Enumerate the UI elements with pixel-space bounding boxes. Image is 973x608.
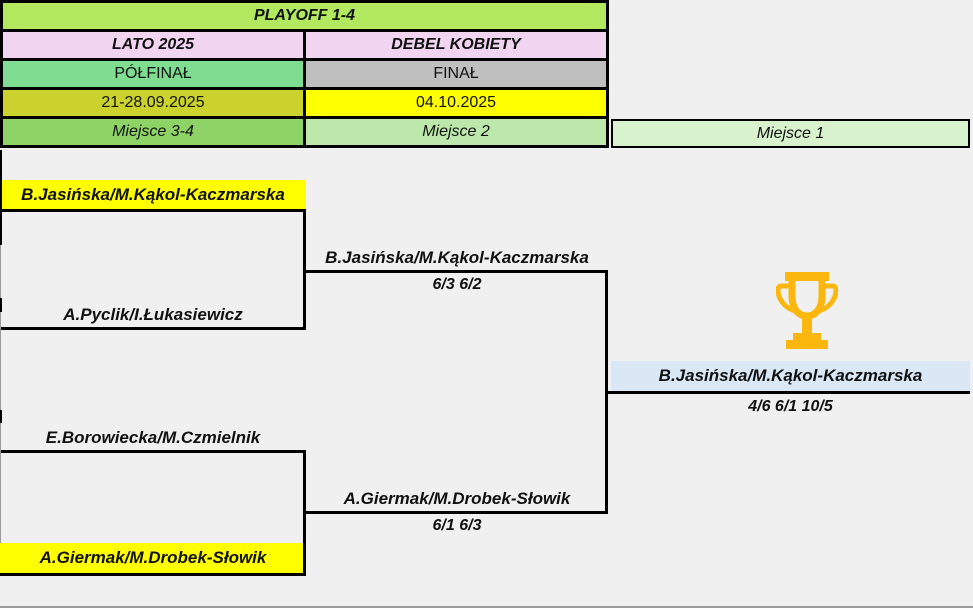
category-cell: DEBEL KOBIETY [306, 32, 606, 58]
semifinal-round-cell: PÓŁFINAŁ [3, 61, 303, 87]
sheet-edge-line [0, 150, 2, 245]
trophy-icon [775, 272, 839, 356]
semifinal1-team-top: B.Jasińska/M.Kąkol-Kaczmarska [0, 180, 306, 212]
bracket-line [306, 270, 608, 273]
bracket-line [0, 327, 306, 330]
place-3-4-cell: Miejsce 3-4 [3, 119, 303, 145]
place-1-cell: Miejsce 1 [611, 119, 970, 148]
final-score: 4/6 6/1 10/5 [748, 398, 833, 415]
semifinal2-winner: A.Giermak/M.Drobek-Słowik [343, 489, 571, 508]
tournament-header-table: PLAYOFF 1-4 LATO 2025 DEBEL KOBIETY PÓŁF… [0, 0, 609, 148]
semifinal-dates-cell: 21-28.09.2025 [3, 90, 303, 116]
semifinal2-team-top: E.Borowiecka/M.Czmielnik [45, 428, 261, 447]
bracket-line [0, 450, 306, 453]
season-cell: LATO 2025 [3, 32, 303, 58]
final-round-cell: FINAŁ [306, 61, 606, 87]
sheet-edge-line [0, 410, 2, 423]
bracket-connector [303, 209, 306, 330]
bracket-line [605, 391, 970, 394]
semifinal1-score: 6/3 6/2 [432, 276, 482, 293]
place-2-cell: Miejsce 2 [306, 119, 606, 145]
playoff-title-cell: PLAYOFF 1-4 [3, 3, 606, 29]
final-date-cell: 04.10.2025 [306, 90, 606, 116]
final-champion: B.Jasińska/M.Kąkol-Kaczmarska [611, 361, 970, 391]
bracket-line [306, 511, 608, 514]
sheet-edge-line [0, 606, 973, 608]
sheet-edge-line [0, 245, 1, 543]
semifinal2-score: 6/1 6/3 [432, 517, 482, 534]
semifinal1-team-bottom: A.Pyclik/I.Łukasiewicz [63, 305, 243, 324]
semifinal2-team-bottom: A.Giermak/M.Drobek-Słowik [0, 543, 306, 576]
semifinal1-winner: B.Jasińska/M.Kąkol-Kaczmarska [325, 248, 589, 267]
bracket-connector [303, 450, 306, 576]
sheet-edge-line [0, 298, 2, 312]
